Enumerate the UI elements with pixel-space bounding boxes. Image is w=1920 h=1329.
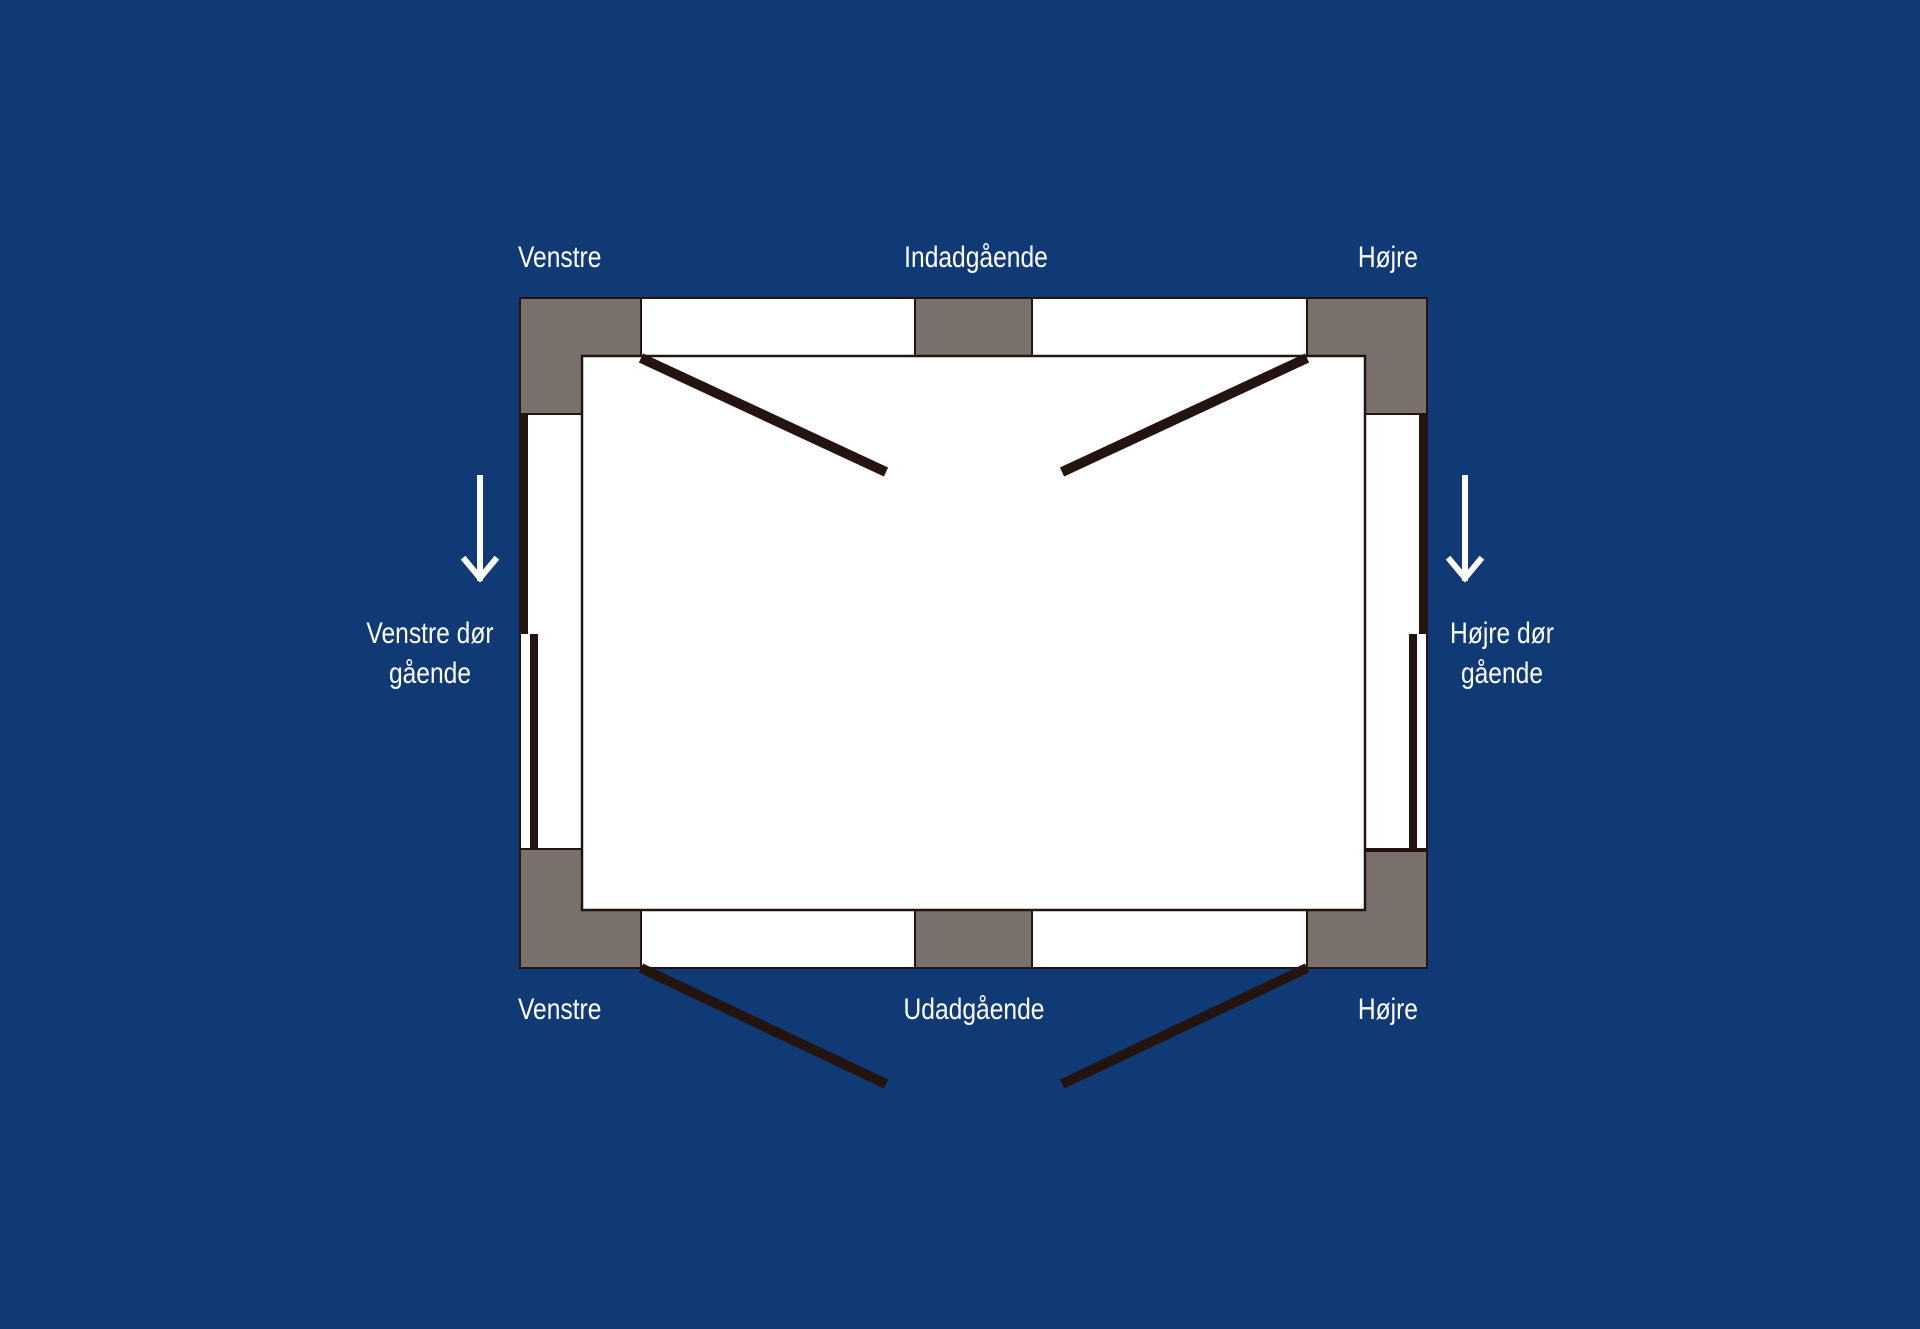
label-top-left: Venstre xyxy=(518,241,602,274)
inward-door-right-leaf xyxy=(1059,353,1310,477)
label-left-sliding-door-line1: Venstre dør xyxy=(366,617,494,650)
label-left-sliding-door: Venstre dør gående xyxy=(356,614,504,694)
inward-doors xyxy=(638,353,1310,477)
outward-door-left-leaf xyxy=(638,963,889,1089)
right-sliding-door xyxy=(1409,414,1427,849)
label-right-sliding-door: Højre dør gående xyxy=(1428,614,1576,694)
label-bottom-left: Venstre xyxy=(518,993,602,1026)
arrow-down-icon xyxy=(460,475,500,583)
top-left-panel xyxy=(640,297,916,357)
post-top-middle xyxy=(914,297,1033,357)
outward-door-right-leaf xyxy=(1059,963,1310,1089)
label-bottom-center: Udadgående xyxy=(903,993,1045,1026)
arrow-down-icon xyxy=(1445,475,1485,583)
post-bottom-middle xyxy=(914,909,1033,969)
room-interior xyxy=(580,354,1367,912)
left-side-panel xyxy=(519,413,583,850)
bottom-left-panel xyxy=(640,909,916,969)
label-bottom-right: Højre xyxy=(1357,993,1418,1026)
label-right-sliding-door-line1: Højre dør xyxy=(1450,617,1554,650)
inward-door-left-leaf xyxy=(638,353,889,477)
label-top-center: Indadgående xyxy=(904,241,1048,274)
bottom-right-panel xyxy=(1031,909,1308,969)
label-left-sliding-door-line2: gående xyxy=(388,657,472,690)
top-right-panel xyxy=(1031,297,1308,357)
left-sliding-door xyxy=(520,414,538,849)
label-top-right: Højre xyxy=(1357,241,1418,274)
outward-doors xyxy=(638,963,1310,1089)
label-right-sliding-door-line2: gående xyxy=(1460,657,1544,690)
right-side-panel xyxy=(1364,413,1428,850)
